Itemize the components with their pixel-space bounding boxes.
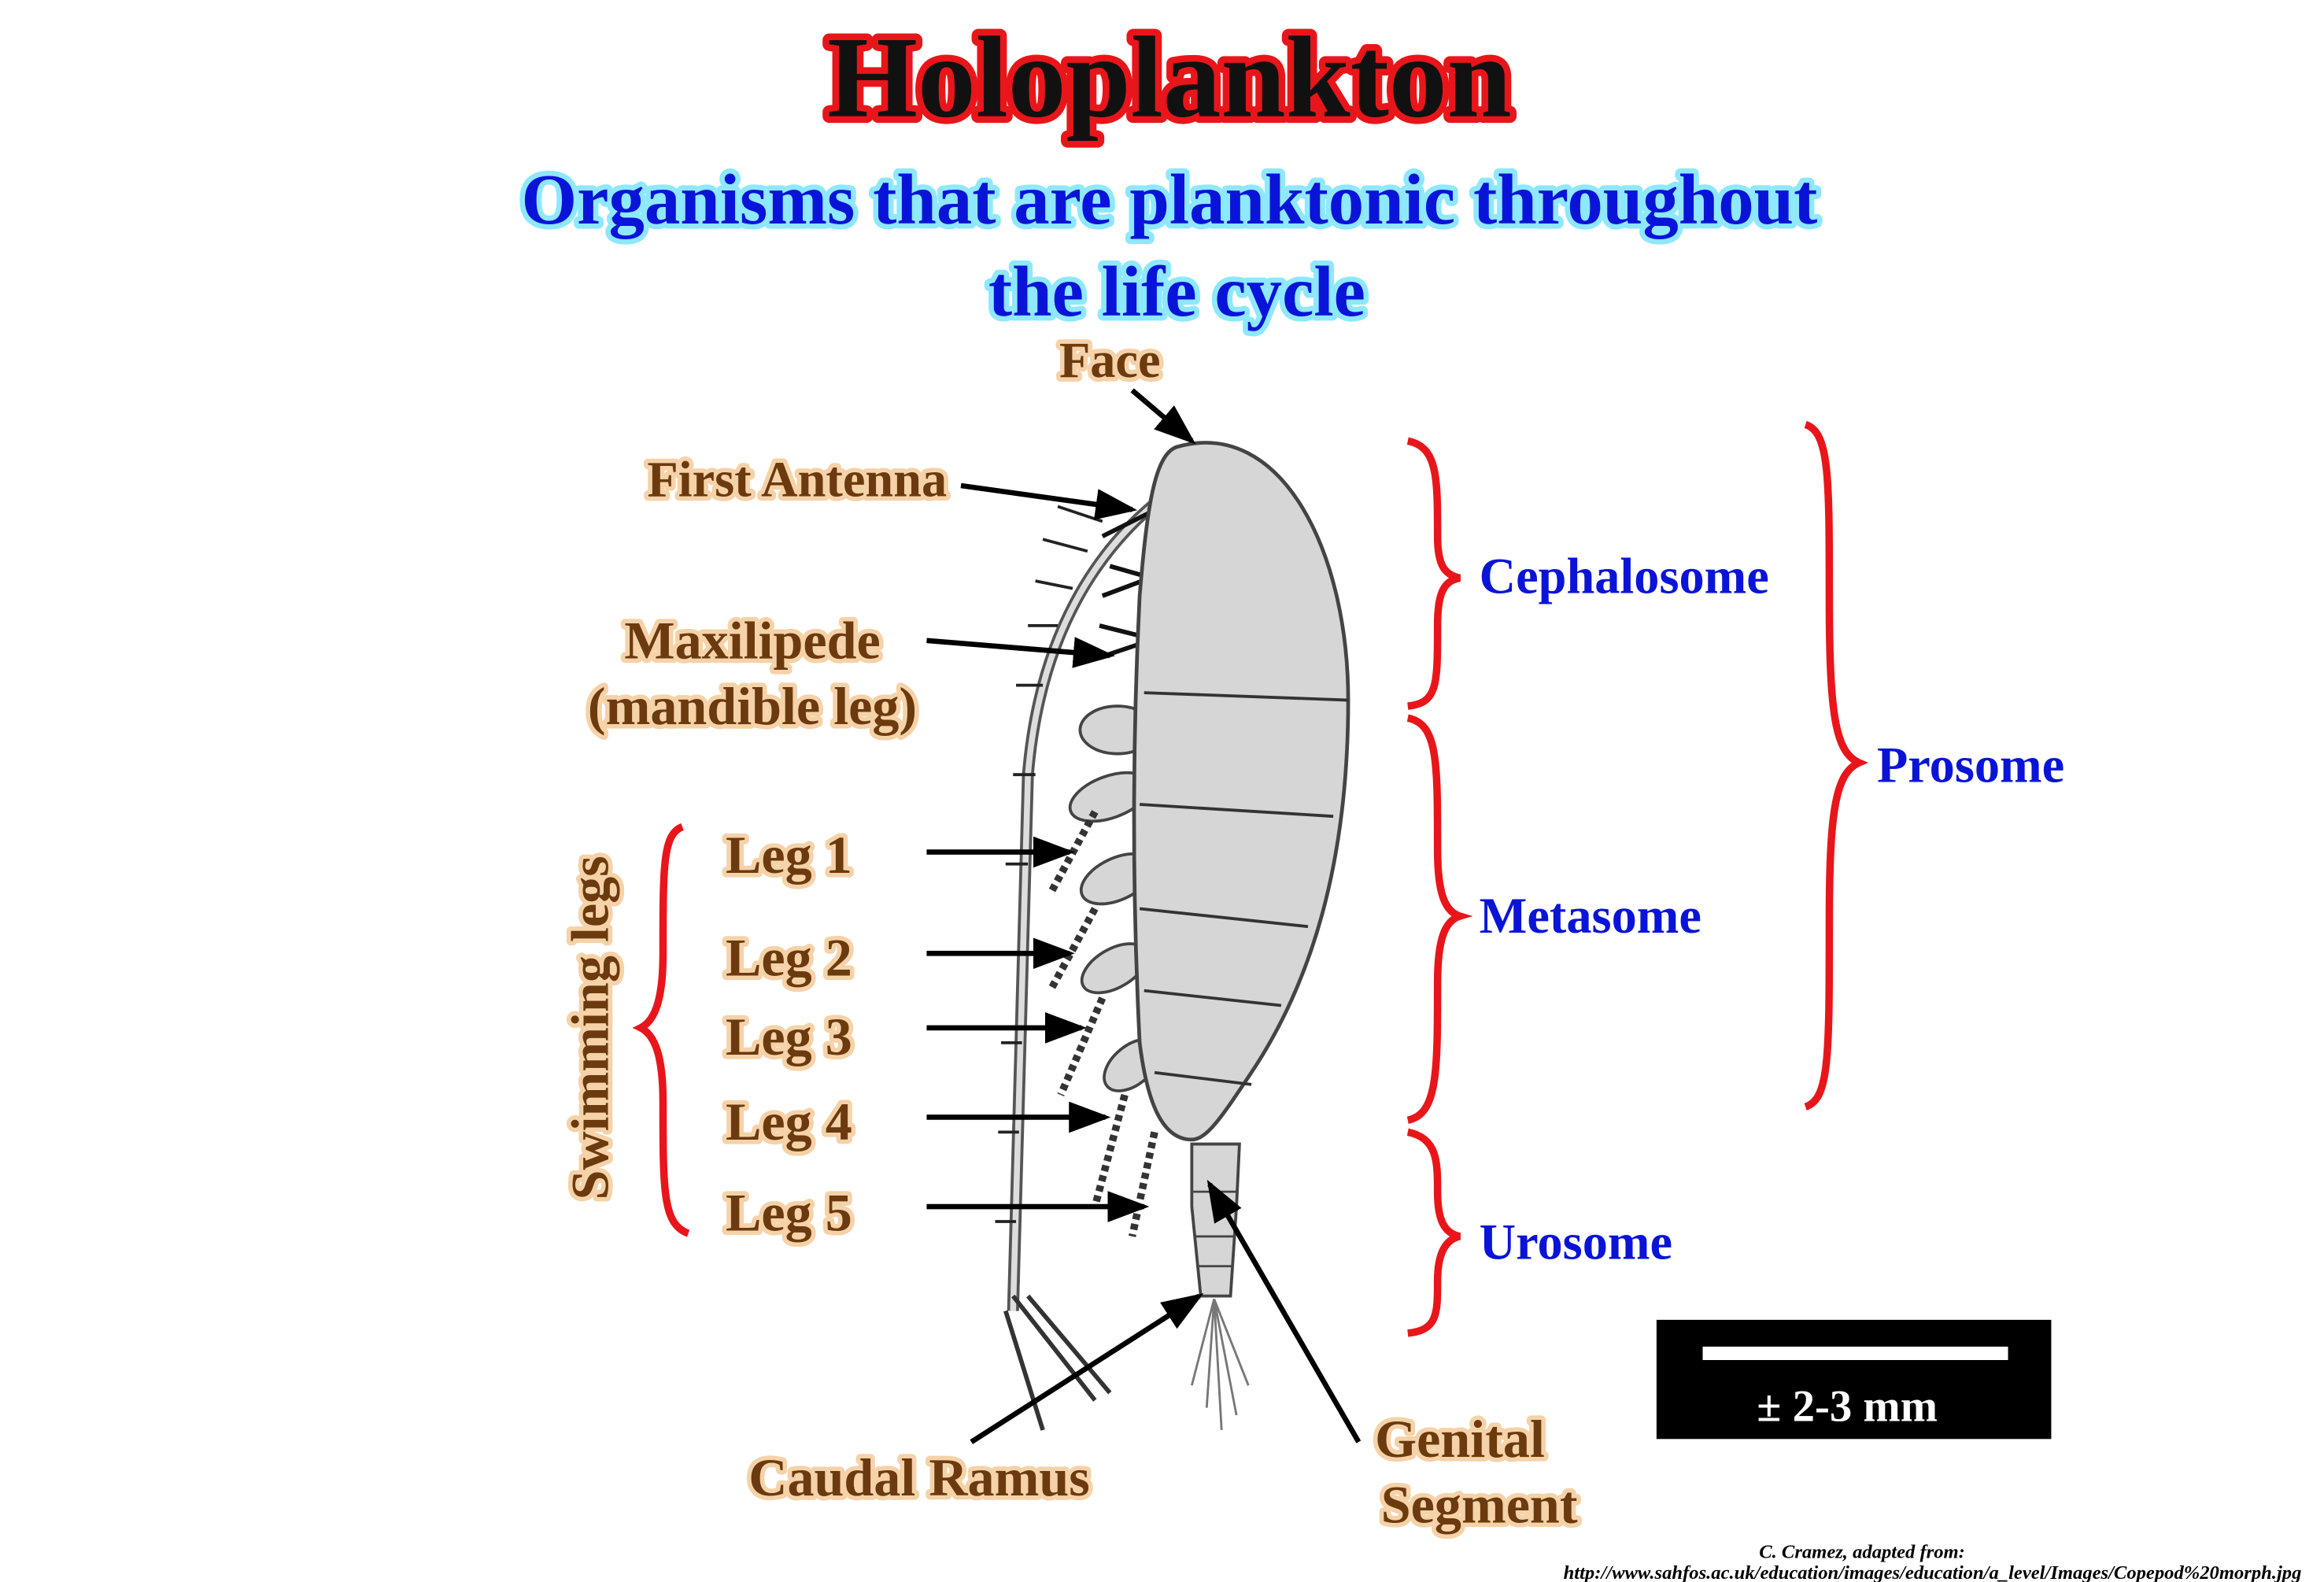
label-metasome: Metasome bbox=[1480, 888, 1701, 944]
prosome-brace bbox=[1804, 420, 1869, 1111]
label-leg3: Leg 3 bbox=[726, 1007, 852, 1066]
label-leg1: Leg 1 bbox=[726, 825, 852, 885]
scale-bar: ± 2-3 mm bbox=[1656, 1319, 2052, 1440]
label-mandible-leg: (mandible leg) bbox=[588, 676, 917, 736]
maxilipede-arrow bbox=[926, 637, 1115, 668]
face-arrow bbox=[1130, 388, 1196, 445]
swimming-legs-brace bbox=[632, 823, 690, 1237]
credit-line1: C. Cramez, adapted from: bbox=[1759, 1542, 1965, 1563]
label-cephalosome: Cephalosome bbox=[1480, 548, 1769, 604]
label-swimming-legs: Swimming legs bbox=[560, 856, 619, 1199]
scale-bar-label: ± 2-3 mm bbox=[1757, 1382, 1938, 1432]
label-maxilipede: Maxilipede bbox=[624, 611, 880, 671]
label-leg4: Leg 4 bbox=[726, 1092, 852, 1151]
copepod-illustration bbox=[995, 441, 1350, 1431]
label-urosome: Urosome bbox=[1480, 1214, 1672, 1270]
label-segment: Segment bbox=[1381, 1474, 1578, 1534]
label-genital: Genital bbox=[1375, 1409, 1545, 1469]
label-leg2: Leg 2 bbox=[726, 928, 852, 988]
credit-line2: http://www.sahfos.ac.uk/education/images… bbox=[1564, 1562, 2302, 1582]
label-caudal-ramus: Caudal Ramus bbox=[748, 1447, 1089, 1507]
label-prosome: Prosome bbox=[1877, 737, 2064, 793]
label-leg5: Leg 5 bbox=[726, 1182, 852, 1242]
caudal-ramus-arrow bbox=[970, 1293, 1204, 1444]
genital-segment-arrow bbox=[1206, 1179, 1362, 1443]
label-first-antenna: First Antenna bbox=[647, 451, 947, 507]
urosome-brace bbox=[1406, 1128, 1461, 1337]
slide-title: Holoplankton bbox=[827, 13, 1512, 142]
subtitle-line1: Organisms that are planktonic throughout bbox=[521, 160, 1817, 239]
label-face: Face bbox=[1059, 332, 1161, 388]
cephalosome-brace bbox=[1406, 437, 1461, 710]
subtitle-line2: the life cycle bbox=[988, 252, 1365, 331]
metasome-brace bbox=[1406, 714, 1473, 1124]
first-antenna-arrow bbox=[960, 482, 1138, 520]
